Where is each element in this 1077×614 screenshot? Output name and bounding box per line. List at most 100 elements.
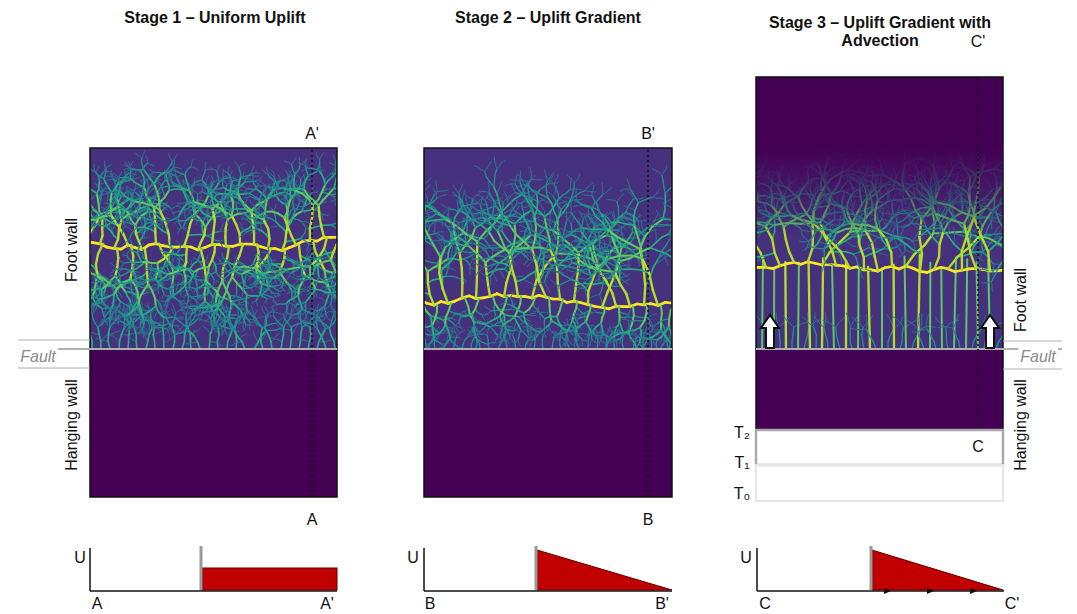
channel xyxy=(73,316,75,317)
channel xyxy=(277,313,280,314)
channel xyxy=(53,290,54,292)
channel xyxy=(81,195,82,198)
channel xyxy=(83,193,85,195)
channel xyxy=(75,200,77,202)
channel xyxy=(338,331,339,335)
channel xyxy=(58,290,61,291)
channel xyxy=(118,229,119,239)
channel xyxy=(80,208,81,210)
channel xyxy=(76,318,80,321)
channel xyxy=(51,291,53,292)
channel xyxy=(94,276,95,279)
channel xyxy=(69,318,71,319)
channel xyxy=(84,234,86,236)
channel xyxy=(73,199,76,200)
channel xyxy=(76,192,78,193)
channel xyxy=(80,189,81,191)
channel xyxy=(52,284,53,286)
channel xyxy=(68,200,70,201)
channel xyxy=(291,308,292,311)
channel xyxy=(79,177,80,179)
channel xyxy=(81,217,84,219)
channel xyxy=(292,305,293,308)
channel xyxy=(84,295,86,296)
channel xyxy=(88,290,89,293)
channel xyxy=(72,200,74,202)
channel xyxy=(61,305,63,306)
channel xyxy=(80,193,83,194)
channel xyxy=(51,293,53,294)
channel xyxy=(50,287,52,288)
channel xyxy=(84,312,87,313)
channel xyxy=(85,208,89,209)
channel xyxy=(63,201,64,203)
channel xyxy=(82,218,84,220)
channel xyxy=(66,207,69,208)
channel xyxy=(81,187,82,188)
channel xyxy=(85,184,86,185)
channel xyxy=(78,285,82,291)
channel xyxy=(236,321,237,326)
channel xyxy=(57,249,59,251)
channel xyxy=(79,189,80,190)
channel xyxy=(53,292,55,293)
channel xyxy=(74,199,75,201)
channel xyxy=(86,222,88,223)
channel xyxy=(91,311,92,313)
channel xyxy=(82,316,84,317)
channel xyxy=(65,306,68,307)
channel xyxy=(83,213,85,214)
channel xyxy=(155,284,158,285)
channel xyxy=(85,286,87,288)
channel xyxy=(98,201,99,208)
channel xyxy=(295,318,298,319)
channel xyxy=(74,206,76,208)
channel xyxy=(52,288,53,290)
channel xyxy=(149,329,150,331)
channel xyxy=(73,191,74,193)
channel xyxy=(105,312,106,314)
channel xyxy=(83,186,84,188)
channel xyxy=(77,290,78,295)
channel xyxy=(80,315,82,316)
channel xyxy=(147,214,148,216)
channel xyxy=(82,184,83,186)
channel xyxy=(80,308,82,311)
channel xyxy=(102,208,105,209)
channel xyxy=(107,180,109,181)
channel xyxy=(70,317,73,318)
channel xyxy=(74,317,75,319)
channel xyxy=(343,317,346,318)
channel xyxy=(54,292,57,293)
channel xyxy=(109,317,110,321)
channel xyxy=(80,215,82,216)
channel xyxy=(133,197,136,198)
channel xyxy=(339,318,342,319)
channel xyxy=(77,310,78,313)
channel xyxy=(60,252,62,254)
channel xyxy=(313,311,314,314)
channel xyxy=(77,185,78,187)
channel xyxy=(67,315,70,317)
channel xyxy=(190,342,191,349)
channel xyxy=(83,245,85,247)
channel xyxy=(58,254,60,256)
channel xyxy=(117,258,118,267)
channel xyxy=(209,342,210,349)
channel xyxy=(71,317,73,318)
channel xyxy=(84,225,86,227)
channel xyxy=(87,291,88,293)
channel xyxy=(262,307,263,310)
channel xyxy=(290,342,291,349)
channel xyxy=(121,295,122,297)
channel xyxy=(53,288,54,290)
channel xyxy=(70,203,72,204)
channel xyxy=(76,315,78,317)
channel xyxy=(84,218,88,221)
channel xyxy=(53,286,54,288)
channel xyxy=(62,208,64,210)
channel xyxy=(137,272,139,273)
channel xyxy=(172,323,173,328)
channel xyxy=(87,229,88,232)
